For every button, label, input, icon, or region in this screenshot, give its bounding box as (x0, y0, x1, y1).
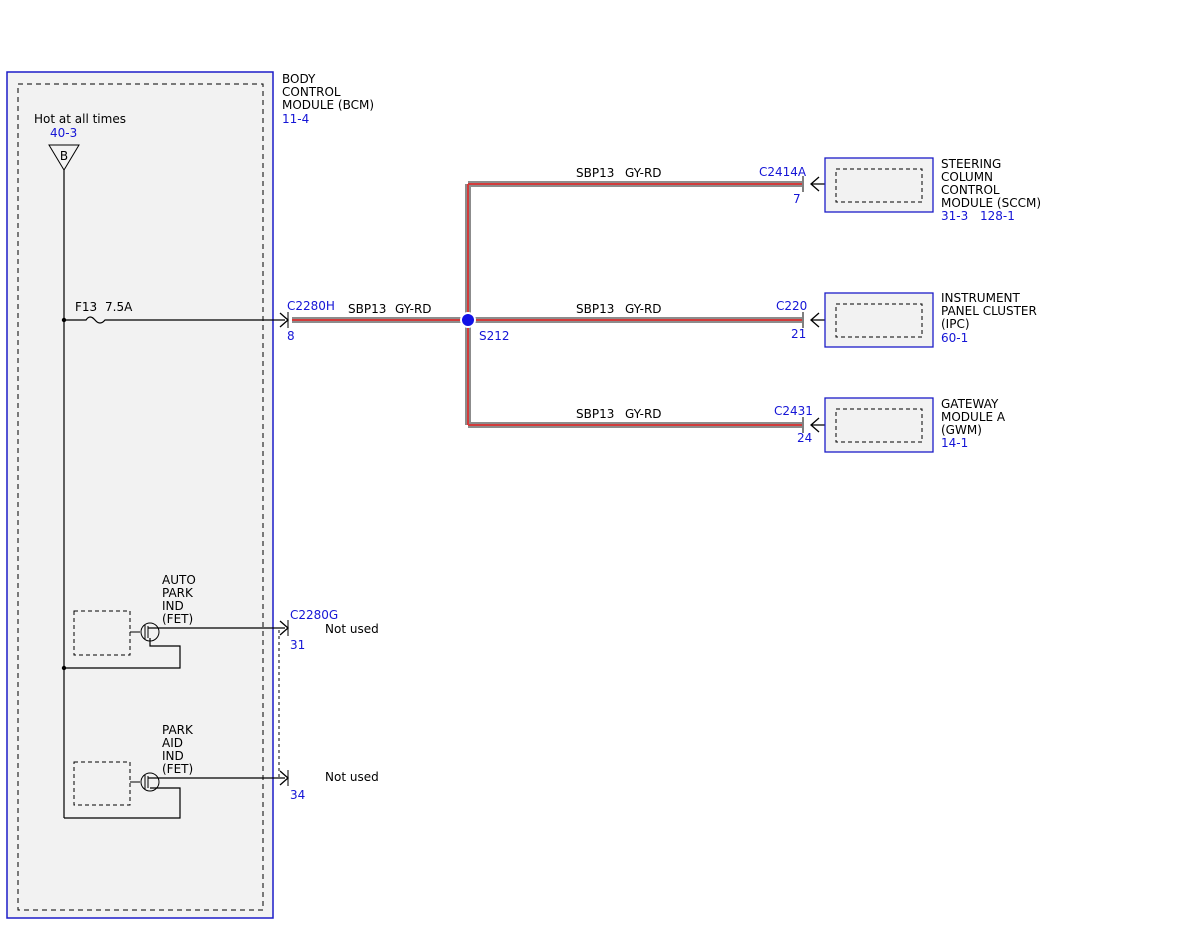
wire-main-circuit: SBP13 (348, 302, 386, 316)
bcm-name-line2: CONTROL (282, 85, 341, 99)
c2414a-connector-link[interactable]: C2414A (759, 165, 807, 179)
bcm-name-line3: MODULE (BCM) (282, 98, 374, 112)
ipc-name-line1: INSTRUMENT (941, 291, 1020, 305)
sccm-ref1-link[interactable]: 31-3 (941, 209, 968, 223)
fet1-label-line2: PARK (162, 586, 194, 600)
pin31-not-used: Not used (325, 622, 379, 636)
gwm-name-line3: (GWM) (941, 423, 982, 437)
sccm-name-line1: STEERING (941, 157, 1001, 171)
c2431-connector-link[interactable]: C2431 (774, 404, 813, 418)
wire-sccm-circuit: SBP13 (576, 166, 614, 180)
fet1-driver-box (73, 610, 131, 656)
wire-gwm-circuit: SBP13 (576, 407, 614, 421)
gwm-inner-dashed (835, 408, 923, 443)
pin34-not-used: Not used (325, 770, 379, 784)
wire-gwm-color: GY-RD (625, 407, 662, 421)
fet2-label-line3: IND (162, 749, 184, 763)
sccm-name-line4: MODULE (SCCM) (941, 196, 1041, 210)
ipc-module-box (824, 292, 934, 348)
fet1-label-line1: AUTO (162, 573, 196, 587)
fuse-name: F13 (75, 300, 97, 314)
sccm-name-line3: CONTROL (941, 183, 1000, 197)
hot-at-all-times-label: Hot at all times (34, 112, 126, 126)
fet2-label-line4: (FET) (162, 762, 193, 776)
fet2-return-line (64, 787, 181, 819)
ipc-inner-dashed (835, 303, 923, 338)
bcm-outline (6, 71, 274, 919)
c2280h-connector-link[interactable]: C2280H (287, 299, 335, 313)
ipc-name-line2: PANEL CLUSTER (941, 304, 1037, 318)
bus-triangle-icon (48, 144, 80, 171)
c2280h-pin-number: 8 (287, 329, 295, 343)
fuse-icon-and-feed-line (64, 316, 285, 324)
ipc-ref-link[interactable]: 60-1 (941, 331, 968, 345)
sccm-ref2-link[interactable]: 128-1 (980, 209, 1015, 223)
fet2-label-line1: PARK (162, 723, 194, 737)
ipc-name-line3: (IPC) (941, 317, 970, 331)
hot-ref-link[interactable]: 40-3 (50, 126, 77, 140)
c2280g-pin34-number: 34 (290, 788, 305, 802)
wire-sbp13-harness (292, 181, 802, 428)
fet2-label-line2: AID (162, 736, 183, 750)
wire-sccm-color: GY-RD (625, 166, 662, 180)
fet1-label-line3: IND (162, 599, 184, 613)
gwm-ref-link[interactable]: 14-1 (941, 436, 968, 450)
fet1-label-line4: (FET) (162, 612, 193, 626)
bus-letter: B (60, 149, 68, 163)
fet2-transistor-icon (140, 772, 160, 792)
sccm-name-line2: COLUMN (941, 170, 993, 184)
bcm-name-line1: BODY (282, 72, 316, 86)
gwm-name-line1: GATEWAY (941, 397, 999, 411)
c220-connector-link[interactable]: C220 (776, 299, 807, 313)
fuse-rating: 7.5A (105, 300, 133, 314)
bcm-module (6, 71, 274, 919)
sccm-inner-dashed (835, 168, 923, 203)
c2280g-connector-link[interactable]: C2280G (290, 608, 338, 622)
bcm-inner-dashed-border (17, 83, 264, 911)
gwm-name-line2: MODULE A (941, 410, 1006, 424)
bcm-ref-link[interactable]: 11-4 (282, 112, 309, 126)
wire-main-color: GY-RD (395, 302, 432, 316)
wire-ipc-color: GY-RD (625, 302, 662, 316)
fet-park-aid-ind (64, 761, 285, 819)
c2431-pin-number: 24 (797, 431, 812, 445)
c2280g-pin31-number: 31 (290, 638, 305, 652)
fet-auto-park-ind (64, 610, 285, 669)
c220-pin-number: 21 (791, 327, 806, 341)
wire-ipc-circuit: SBP13 (576, 302, 614, 316)
splice-s212-dot[interactable] (460, 312, 476, 328)
fet2-driver-box (73, 761, 131, 806)
splice-s212-label[interactable]: S212 (479, 329, 510, 343)
sccm-module-box (824, 157, 934, 213)
c2414a-pin-number: 7 (793, 192, 801, 206)
fet1-return-line (64, 638, 181, 669)
gwm-module-box (824, 397, 934, 453)
